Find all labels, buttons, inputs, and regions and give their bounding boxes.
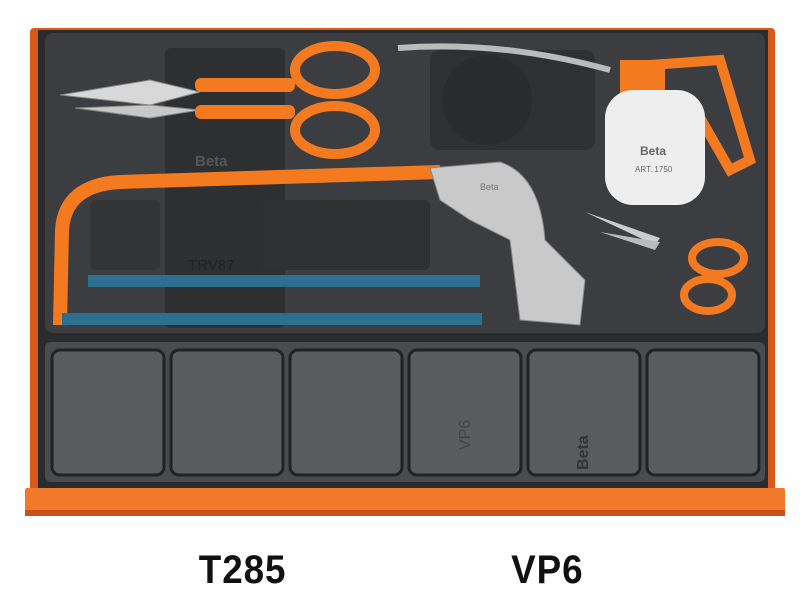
- compartment-emboss-brand: Beta: [575, 435, 592, 470]
- saw-brand: Beta: [480, 182, 499, 192]
- saw-blade: [62, 313, 482, 325]
- saw-blade-spare: [88, 275, 480, 287]
- tray-emboss-brand: Beta: [195, 153, 228, 170]
- tray-emboss-code: TRV87: [188, 257, 234, 274]
- small-scissors: [585, 212, 748, 315]
- tin-snips: [59, 41, 380, 159]
- compartments: [50, 348, 761, 477]
- caption-t285: T285: [198, 548, 287, 592]
- hacksaw: Beta: [53, 161, 586, 326]
- oil-can: Beta ART. 1750: [397, 43, 756, 205]
- compartment-emboss-code: VP6: [457, 420, 474, 450]
- oiler-article: ART. 1750: [635, 165, 673, 174]
- oiler-brand: Beta: [640, 144, 666, 158]
- caption-vp6: VP6: [511, 548, 584, 592]
- drawer-front: [25, 488, 785, 514]
